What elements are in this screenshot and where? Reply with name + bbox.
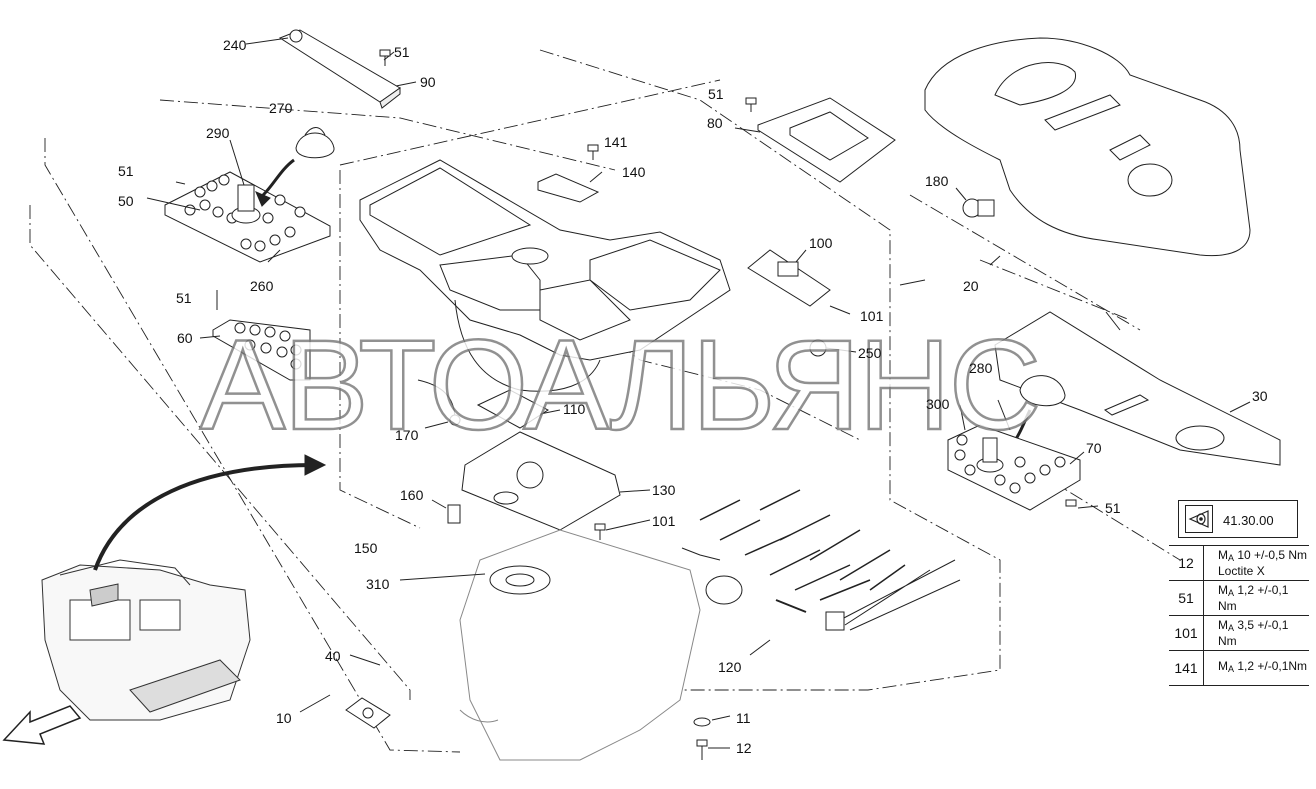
torque-spec: MA 1,2 +/-0,1 Nm bbox=[1203, 580, 1309, 616]
torque-spec: MA 3,5 +/-0,1 Nm bbox=[1203, 615, 1309, 651]
base-cover-130 bbox=[461, 431, 651, 531]
callout-240: 240 bbox=[223, 37, 247, 53]
fastener-12 bbox=[696, 739, 730, 760]
torque-spec: MA 10 +/-0,5 Nm Loctite X bbox=[1203, 545, 1309, 581]
callout-80: 80 bbox=[707, 115, 723, 131]
table-row: 51 MA 1,2 +/-0,1 Nm bbox=[1169, 580, 1309, 616]
screw-51a bbox=[379, 49, 391, 66]
callout-70: 70 bbox=[1086, 440, 1102, 456]
callout-11: 11 bbox=[736, 710, 751, 726]
control-panel-70 bbox=[947, 424, 1099, 511]
callout-150: 150 bbox=[354, 540, 378, 556]
callout-12: 12 bbox=[736, 740, 752, 756]
assembly-boundary-lines bbox=[29, 49, 1181, 753]
control-panel-60 bbox=[199, 290, 311, 381]
connector-160 bbox=[431, 499, 461, 524]
callout-250: 250 bbox=[858, 345, 882, 361]
callout-180: 180 bbox=[925, 173, 949, 189]
table-row: 141 MA 1,2 +/-0,1Nm bbox=[1169, 650, 1309, 686]
callout-130: 130 bbox=[652, 482, 676, 498]
cover-strip-90 bbox=[245, 29, 417, 109]
pedestal-base bbox=[399, 529, 701, 761]
reference-box: 41.30.00 bbox=[1178, 500, 1298, 538]
callout-30: 30 bbox=[1252, 388, 1268, 404]
callout-100: 100 bbox=[809, 235, 833, 251]
key-switch-180 bbox=[955, 187, 995, 218]
watermark-text: АВТОАЛЬЯНС bbox=[199, 314, 1043, 457]
callout-280: 280 bbox=[969, 360, 993, 376]
callout-51: 51 bbox=[118, 163, 134, 179]
callout-50: 50 bbox=[118, 193, 134, 209]
part-number: 101 bbox=[1169, 615, 1204, 651]
part-number: 51 bbox=[1169, 580, 1204, 616]
seat-20 bbox=[924, 37, 1251, 266]
callout-260: 260 bbox=[250, 278, 274, 294]
fastener-101b bbox=[594, 519, 651, 540]
callout-60: 60 bbox=[177, 330, 193, 346]
callout-310: 310 bbox=[366, 576, 390, 592]
boot-280 bbox=[1019, 375, 1066, 407]
part-number: 12 bbox=[1169, 545, 1204, 581]
eye-view-icon bbox=[1185, 505, 1213, 533]
callout-10: 10 bbox=[276, 710, 292, 726]
panel-50-buttons bbox=[184, 174, 306, 252]
torque-note: Loctite X bbox=[1218, 563, 1265, 578]
reference-code: 41.30.00 bbox=[1223, 513, 1274, 528]
callout-120: 120 bbox=[718, 659, 742, 675]
cover-plate-140 bbox=[537, 144, 603, 203]
machine-overview-illustration bbox=[41, 559, 251, 721]
part-number: 141 bbox=[1169, 650, 1204, 686]
display-80 bbox=[734, 97, 896, 183]
cable-harness-set-120 bbox=[681, 489, 961, 656]
callout-270: 270 bbox=[269, 100, 293, 116]
view-direction-arrow bbox=[2, 705, 82, 745]
callout-300: 300 bbox=[926, 396, 950, 412]
callout-101: 101 bbox=[652, 513, 676, 529]
callout-170: 170 bbox=[395, 427, 419, 443]
arrow-overview bbox=[93, 463, 316, 571]
boot-270 bbox=[295, 127, 335, 159]
table-row: 12 MA 10 +/-0,5 Nm Loctite X bbox=[1169, 545, 1309, 581]
callout-51: 51 bbox=[394, 44, 410, 60]
torque-spec: MA 1,2 +/-0,1Nm bbox=[1203, 650, 1309, 686]
fastener-11 bbox=[693, 715, 731, 727]
callout-110: 110 bbox=[563, 401, 586, 417]
callout-160: 160 bbox=[400, 487, 424, 503]
sensor-cable-170 bbox=[417, 379, 461, 429]
callout-51: 51 bbox=[176, 290, 192, 306]
callout-40: 40 bbox=[325, 648, 341, 664]
callout-90: 90 bbox=[420, 74, 436, 90]
module-110 bbox=[476, 389, 561, 429]
callout-51: 51 bbox=[1105, 500, 1121, 516]
arrow-270 bbox=[259, 158, 295, 200]
callout-20: 20 bbox=[963, 278, 979, 294]
callout-140: 140 bbox=[622, 164, 646, 180]
torque-spec-table: 12 MA 10 +/-0,5 Nm Loctite X 51 MA 1,2 +… bbox=[1169, 545, 1309, 686]
module-100 bbox=[747, 249, 851, 315]
dashboard-housing bbox=[359, 159, 731, 392]
callout-141: 141 bbox=[604, 134, 628, 150]
callout-290: 290 bbox=[206, 125, 230, 141]
clip-250 bbox=[809, 339, 857, 357]
table-row: 101 MA 3,5 +/-0,1 Nm bbox=[1169, 615, 1309, 651]
callout-51: 51 bbox=[708, 86, 724, 102]
control-panel-50 bbox=[146, 139, 331, 263]
callout-101: 101 bbox=[860, 308, 884, 324]
mat-10 bbox=[299, 694, 391, 729]
